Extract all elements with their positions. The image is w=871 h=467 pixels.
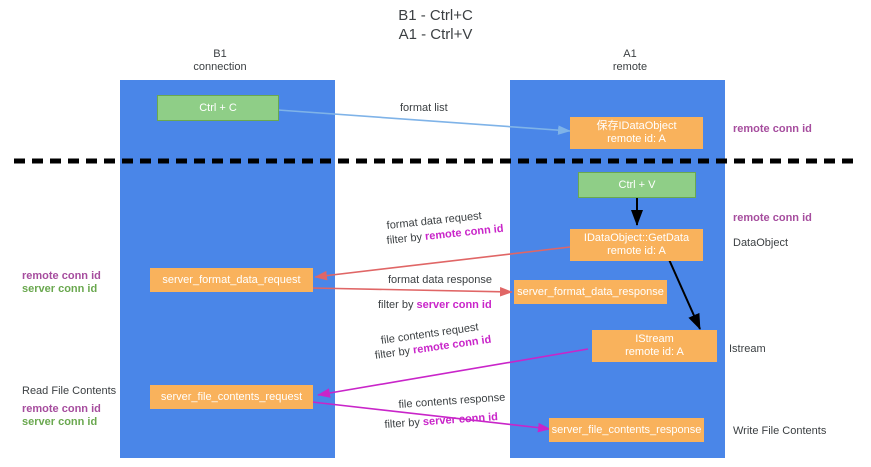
box-server-file-contents-response[interactable]: server_file_contents_response [549, 418, 704, 442]
box-idataobject-getdata[interactable]: IDataObject::GetData remote id: A [570, 229, 703, 261]
edge-label-format-list: format list [400, 102, 448, 114]
note-write-file-contents: Write File Contents [733, 425, 827, 437]
edge-filter-prefix-4: filter by [384, 416, 424, 431]
box-save-idataobject[interactable]: 保存IDataObject remote id: A [570, 117, 703, 149]
lane-header-b1: B1 connection [193, 48, 247, 73]
note-remote-conn-id-top: remote conn id [733, 123, 812, 135]
edge-label-format-data-response: format data response [388, 274, 492, 286]
box-ctrl-v[interactable]: Ctrl + V [578, 172, 696, 198]
edge-filter-key-2: server conn id [416, 299, 492, 311]
box-server-format-data-request[interactable]: server_format_data_request [150, 268, 313, 292]
note-istream: Istream [729, 343, 766, 355]
note-left-remote-conn-id-2: remote conn id [22, 403, 101, 415]
note-left-remote-conn-id: remote conn id [22, 270, 101, 282]
lane-header-a1: A1 remote [612, 48, 648, 73]
note-data-object: DataObject [733, 237, 789, 249]
box-ctrl-c[interactable]: Ctrl + C [157, 95, 279, 121]
box-server-file-contents-request[interactable]: server_file_contents_request [150, 385, 313, 409]
note-left-server-conn-id-2: server conn id [22, 416, 98, 428]
edge-filter-prefix: filter by [386, 230, 426, 247]
arrow-format-data-response [311, 286, 513, 297]
box-server-format-data-response[interactable]: server_format_data_response [514, 280, 667, 304]
page-title: B1 - Ctrl+C A1 - Ctrl+V [398, 7, 473, 43]
edge-filter-key-4: server conn id [422, 411, 499, 429]
edge-filter-format-data-response: filter by server conn id [378, 298, 492, 313]
note-read-file-contents: Read File Contents [22, 385, 117, 397]
box-istream[interactable]: IStream remote id: A [592, 330, 717, 362]
note-left-server-conn-id: server conn id [22, 283, 98, 295]
edge-filter-prefix-3: filter by [374, 344, 414, 362]
edge-filter-prefix-2: filter by [378, 299, 417, 311]
edge-filter-file-contents-response: filter by server conn id [384, 410, 498, 433]
note-remote-conn-id-mid: remote conn id [733, 212, 812, 224]
